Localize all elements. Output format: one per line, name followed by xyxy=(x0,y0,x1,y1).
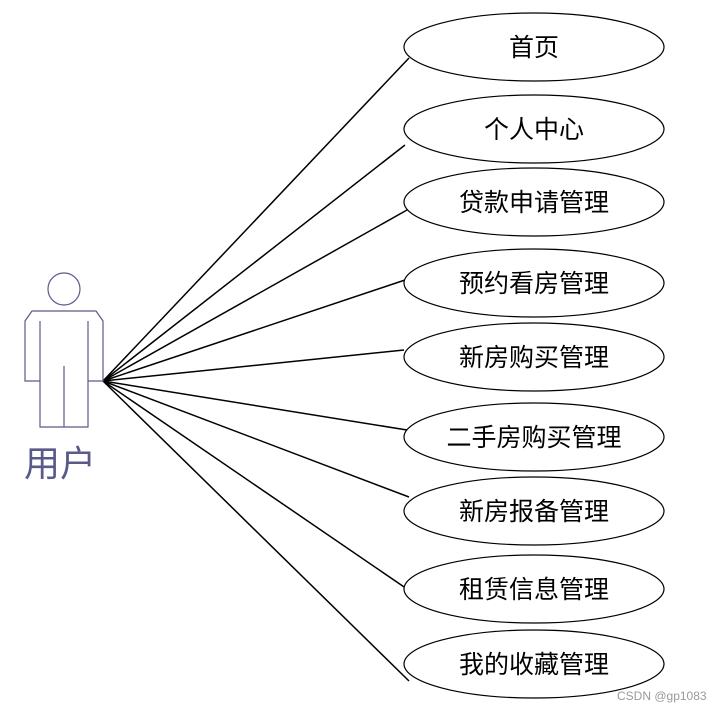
use-case-label: 租赁信息管理 xyxy=(459,575,609,604)
association-line xyxy=(102,279,406,382)
use-case-label: 新房购买管理 xyxy=(459,343,609,372)
association-line xyxy=(102,380,410,682)
use-case-label: 二手房购买管理 xyxy=(446,423,621,452)
use-case-label: 预约看房管理 xyxy=(459,269,609,298)
actor-head xyxy=(47,272,81,306)
use-case-label: 个人中心 xyxy=(484,115,584,144)
use-case-label: 我的收藏管理 xyxy=(459,650,609,679)
association-line xyxy=(102,380,408,431)
association-line xyxy=(102,144,406,382)
use-case: 个人中心 xyxy=(403,94,665,164)
actor-label: 用户 xyxy=(24,444,96,485)
watermark: CSDN @gp1083 xyxy=(617,689,707,703)
use-case: 我的收藏管理 xyxy=(403,629,665,699)
use-case: 首页 xyxy=(403,12,665,82)
association-line xyxy=(102,380,410,498)
use-case-ellipse xyxy=(403,248,665,318)
use-case-label: 贷款申请管理 xyxy=(459,188,609,217)
use-case-group: 首页个人中心贷款申请管理预约看房管理新房购买管理二手房购买管理新房报备管理租赁信… xyxy=(403,12,665,699)
use-case-ellipse xyxy=(403,476,665,546)
association-line xyxy=(102,380,411,592)
use-case: 新房购买管理 xyxy=(403,322,665,392)
association-line xyxy=(102,209,408,382)
use-case-ellipse xyxy=(403,322,665,392)
use-case-ellipse xyxy=(403,167,665,237)
use-case-label: 首页 xyxy=(509,33,559,62)
use-case-label: 新房报备管理 xyxy=(459,497,609,526)
use-case: 新房报备管理 xyxy=(403,476,665,546)
use-case-ellipse xyxy=(403,94,665,164)
use-case-ellipse xyxy=(403,402,665,472)
use-case: 贷款申请管理 xyxy=(403,167,665,237)
use-case-ellipse xyxy=(403,12,665,82)
actor-figure: 用户 xyxy=(24,272,104,485)
use-case: 预约看房管理 xyxy=(403,248,665,318)
association-lines xyxy=(102,57,411,682)
association-line xyxy=(102,349,405,382)
association-line xyxy=(102,57,410,382)
use-case-ellipse xyxy=(403,629,665,699)
use-case: 租赁信息管理 xyxy=(403,554,665,624)
use-case-ellipse xyxy=(403,554,665,624)
use-case: 二手房购买管理 xyxy=(403,402,665,472)
